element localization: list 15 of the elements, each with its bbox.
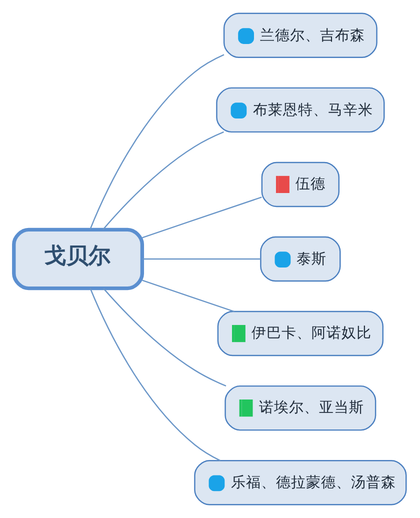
connector bbox=[90, 288, 220, 462]
node-box: 泰斯 bbox=[260, 236, 341, 282]
node-box: 诺埃尔、亚当斯 bbox=[224, 385, 376, 431]
node-box: 伍德 bbox=[261, 162, 340, 208]
node-box: 兰德尔、吉布森 bbox=[223, 12, 378, 58]
node-box: 伊巴卡、阿诺奴比 bbox=[217, 310, 384, 356]
connector bbox=[142, 258, 261, 260]
connector bbox=[103, 288, 226, 387]
connector bbox=[142, 280, 234, 312]
node-box: 乐福、德拉蒙德、汤普森 bbox=[194, 460, 407, 506]
connector bbox=[142, 196, 262, 238]
node-box: 布莱恩特、马辛米 bbox=[216, 87, 385, 133]
connector bbox=[90, 54, 224, 230]
node-box: 戈贝尔 bbox=[12, 228, 144, 290]
connector bbox=[102, 131, 224, 230]
